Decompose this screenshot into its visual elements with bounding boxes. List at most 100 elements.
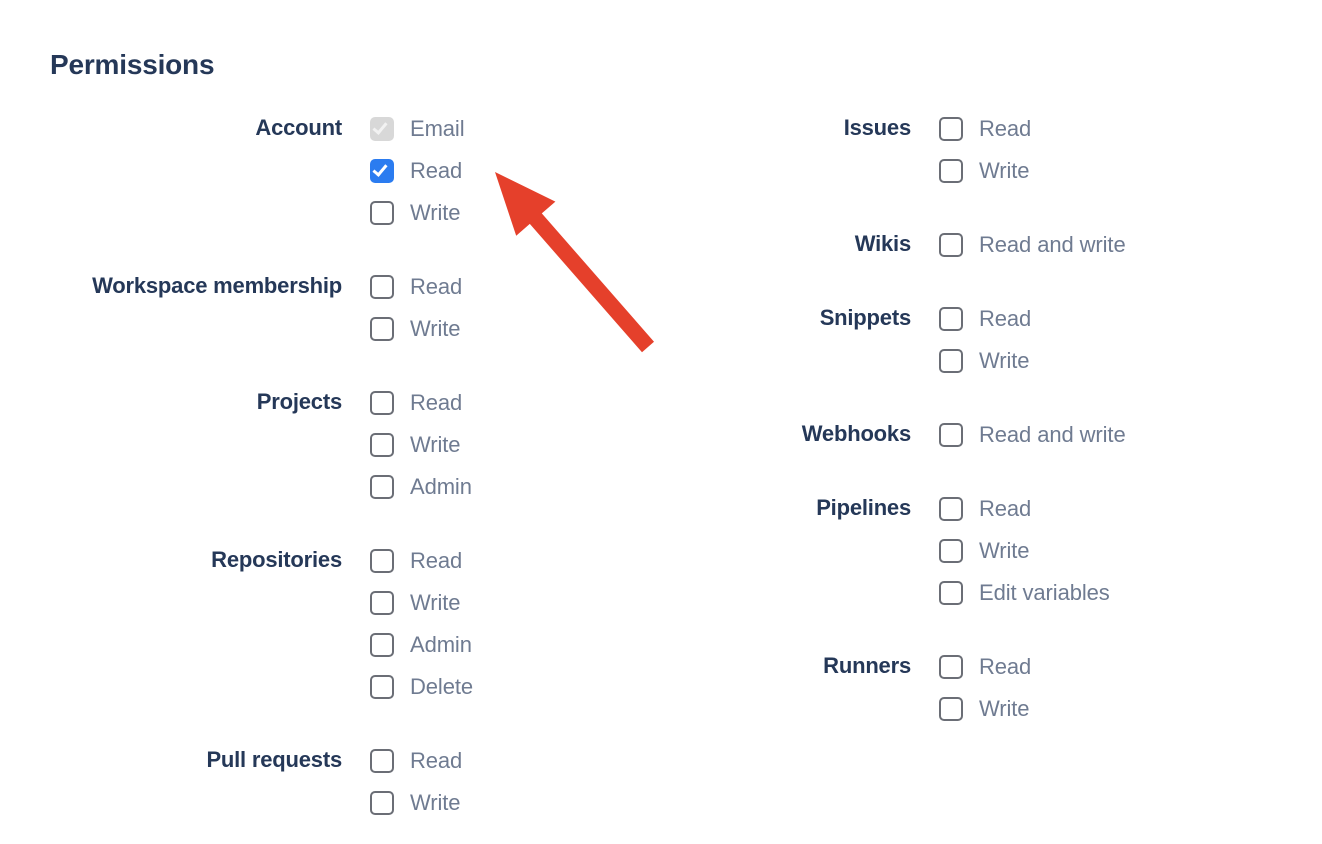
option-label-projects-read: Read <box>410 390 463 415</box>
option-label-pipelines-write: Write <box>979 538 1030 563</box>
option-row-workspace-membership-write[interactable]: Write <box>370 308 462 350</box>
checkbox-pipelines-write[interactable] <box>939 539 963 563</box>
checkbox-account-read[interactable] <box>370 159 394 183</box>
permission-group-webhooks: Webhooks Read and write <box>560 414 1260 456</box>
option-row-pipelines-edit-variables[interactable]: Edit variables <box>939 572 1110 614</box>
option-row-wikis-read-and-write[interactable]: Read and write <box>939 224 1126 266</box>
group-label-workspace-membership: Workspace membership <box>92 273 342 298</box>
checkbox-projects-admin[interactable] <box>370 475 394 499</box>
option-label-repositories-delete: Delete <box>410 674 473 699</box>
group-label-pipelines: Pipelines <box>816 495 911 520</box>
checkbox-issues-read[interactable] <box>939 117 963 141</box>
checkbox-repositories-admin[interactable] <box>370 633 394 657</box>
option-label-snippets-write: Write <box>979 348 1030 373</box>
check-icon <box>372 119 388 135</box>
checkbox-account-email <box>370 117 394 141</box>
checkbox-projects-write[interactable] <box>370 433 394 457</box>
checkbox-snippets-read[interactable] <box>939 307 963 331</box>
option-label-account-read: Read <box>410 158 463 183</box>
group-label-projects: Projects <box>256 389 342 414</box>
option-row-repositories-admin[interactable]: Admin <box>370 624 473 666</box>
checkbox-workspace-membership-write[interactable] <box>370 317 394 341</box>
group-label-webhooks: Webhooks <box>801 421 911 446</box>
group-label-issues: Issues <box>843 115 911 140</box>
option-label-workspace-membership-write: Write <box>410 316 461 341</box>
option-row-pipelines-write[interactable]: Write <box>939 530 1110 572</box>
option-label-account-email: Email <box>410 116 465 141</box>
option-label-pipelines-read: Read <box>979 496 1032 521</box>
checkbox-projects-read[interactable] <box>370 391 394 415</box>
option-row-pipelines-read[interactable]: Read <box>939 488 1110 530</box>
checkbox-pipelines-read[interactable] <box>939 497 963 521</box>
option-row-workspace-membership-read[interactable]: Read <box>370 266 462 308</box>
group-label-wikis: Wikis <box>854 231 911 256</box>
option-label-repositories-write: Write <box>410 590 461 615</box>
option-row-projects-write[interactable]: Write <box>370 424 472 466</box>
group-options-wikis: Read and write <box>911 224 1126 266</box>
checkbox-account-write[interactable] <box>370 201 394 225</box>
checkbox-snippets-write[interactable] <box>939 349 963 373</box>
group-label-runners: Runners <box>823 653 911 678</box>
checkbox-repositories-read[interactable] <box>370 549 394 573</box>
group-label-account: Account <box>255 115 342 140</box>
option-row-repositories-delete[interactable]: Delete <box>370 666 473 708</box>
option-row-runners-write[interactable]: Write <box>939 688 1031 730</box>
option-label-projects-admin: Admin <box>410 474 472 499</box>
group-label-repositories: Repositories <box>211 547 342 572</box>
option-row-repositories-write[interactable]: Write <box>370 582 473 624</box>
option-row-runners-read[interactable]: Read <box>939 646 1031 688</box>
checkbox-pull-requests-write[interactable] <box>370 791 394 815</box>
option-label-projects-write: Write <box>410 432 461 457</box>
option-row-account-read[interactable]: Read <box>370 150 465 192</box>
group-label-pull-requests: Pull requests <box>206 747 342 772</box>
checkbox-repositories-write[interactable] <box>370 591 394 615</box>
checkbox-issues-write[interactable] <box>939 159 963 183</box>
option-row-issues-write[interactable]: Write <box>939 150 1031 192</box>
option-row-repositories-read[interactable]: Read <box>370 540 473 582</box>
option-label-workspace-membership-read: Read <box>410 274 463 299</box>
option-label-issues-read: Read <box>979 116 1032 141</box>
option-label-runners-write: Write <box>979 696 1030 721</box>
option-row-snippets-read[interactable]: Read <box>939 298 1031 340</box>
option-row-projects-read[interactable]: Read <box>370 382 472 424</box>
option-row-snippets-write[interactable]: Write <box>939 340 1031 382</box>
option-row-projects-admin[interactable]: Admin <box>370 466 472 508</box>
option-row-webhooks-read-and-write[interactable]: Read and write <box>939 414 1126 456</box>
option-label-pull-requests-read: Read <box>410 748 463 773</box>
option-row-account-email[interactable]: Email <box>370 108 465 150</box>
checkbox-webhooks-read-and-write[interactable] <box>939 423 963 447</box>
checkbox-pull-requests-read[interactable] <box>370 749 394 773</box>
option-label-issues-write: Write <box>979 158 1030 183</box>
option-row-pull-requests-read[interactable]: Read <box>370 740 462 782</box>
checkbox-wikis-read-and-write[interactable] <box>939 233 963 257</box>
check-icon <box>372 161 388 177</box>
checkbox-workspace-membership-read[interactable] <box>370 275 394 299</box>
option-label-wikis-read-and-write: Read and write <box>979 232 1126 257</box>
option-row-issues-read[interactable]: Read <box>939 108 1031 150</box>
checkbox-pipelines-edit-variables[interactable] <box>939 581 963 605</box>
checkbox-repositories-delete[interactable] <box>370 675 394 699</box>
permission-group-wikis: Wikis Read and write <box>560 224 1260 266</box>
group-options-webhooks: Read and write <box>911 414 1126 456</box>
option-label-runners-read: Read <box>979 654 1032 679</box>
option-row-pull-requests-write[interactable]: Write <box>370 782 462 824</box>
option-row-account-write[interactable]: Write <box>370 192 465 234</box>
checkbox-runners-read[interactable] <box>939 655 963 679</box>
checkbox-runners-write[interactable] <box>939 697 963 721</box>
